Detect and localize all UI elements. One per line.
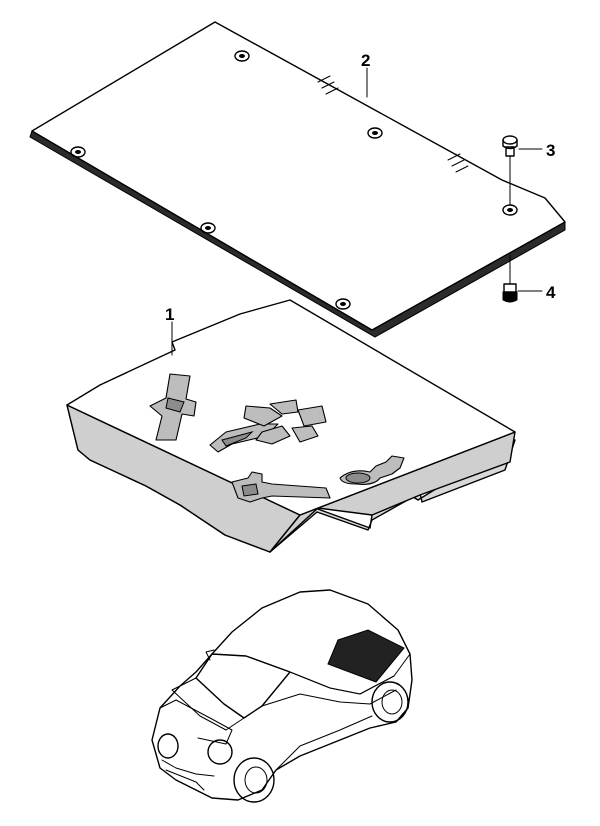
cover-board-marks — [317, 75, 469, 173]
tray-recess-jack — [231, 471, 331, 503]
tray-recess-wheel — [243, 399, 327, 445]
grommet-hole — [234, 50, 250, 62]
tray-recess-oval — [339, 455, 405, 485]
tray-part-1 — [66, 299, 516, 553]
bolt-part-3 — [502, 135, 518, 206]
callout-2-label: 2 — [361, 51, 370, 70]
callout-3-label: 3 — [546, 141, 555, 160]
grommet-hole — [70, 146, 86, 158]
grommet-hole — [335, 298, 351, 310]
vehicle-location-view — [151, 589, 413, 803]
cover-board-top — [31, 21, 566, 331]
callout-3: 3 — [518, 141, 555, 160]
callout-4: 4 — [517, 283, 556, 302]
car-rear-wheel — [371, 681, 409, 723]
grommet-hole — [200, 222, 216, 234]
cover-board — [29, 21, 566, 338]
car-windshield — [195, 653, 291, 719]
grommet-hole — [367, 127, 383, 139]
tray-recess-tool — [149, 373, 197, 441]
callout-1: 1 — [165, 305, 174, 356]
clip-part-4 — [502, 254, 518, 303]
callout-2: 2 — [361, 51, 370, 98]
car-front-wheel — [233, 757, 275, 803]
car-body — [151, 589, 413, 801]
callout-1-label: 1 — [165, 305, 174, 324]
callout-4-label: 4 — [546, 283, 556, 302]
tray-right-side — [269, 431, 516, 553]
car-cargo-area-highlight — [327, 629, 405, 683]
